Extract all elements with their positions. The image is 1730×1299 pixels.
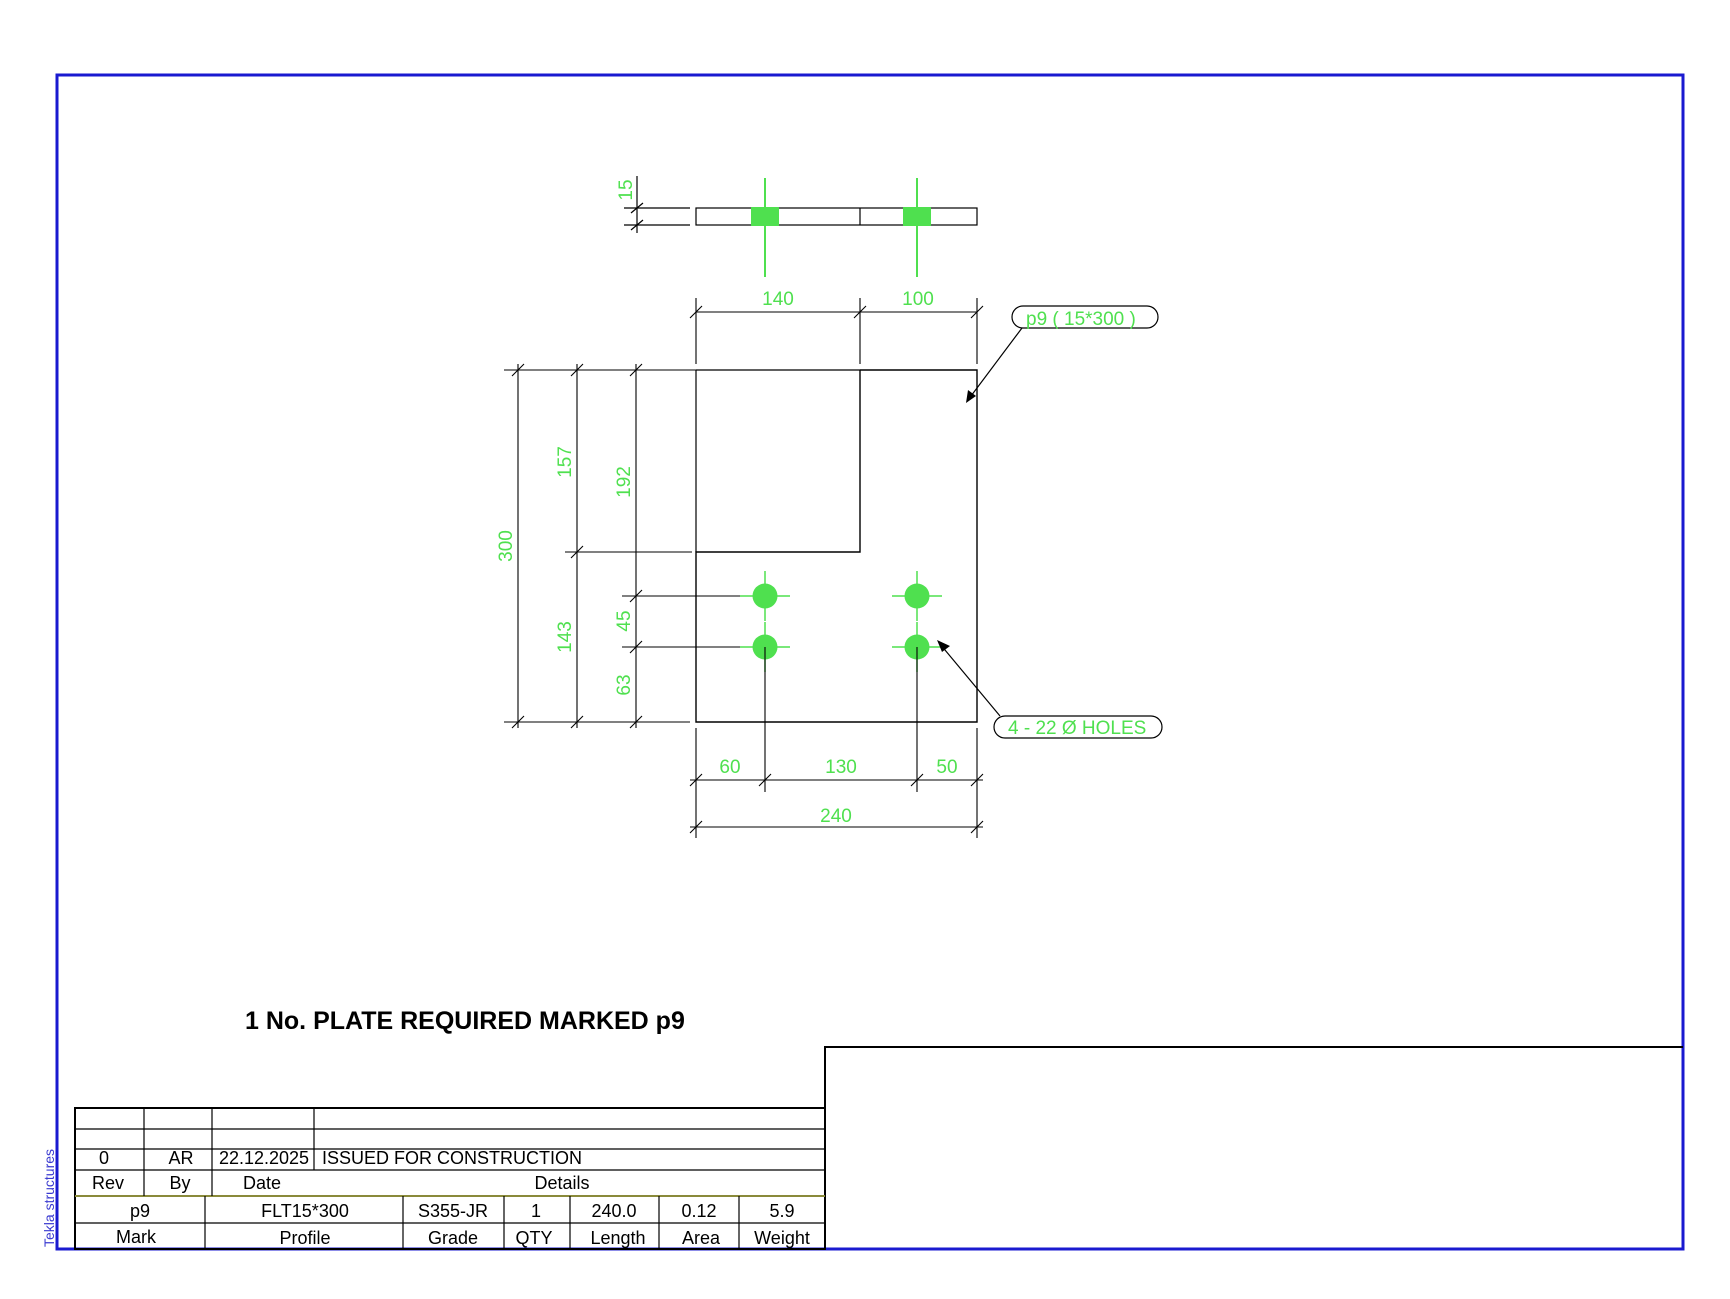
side-view-bolts — [751, 178, 931, 277]
edge-right-text: 50 — [936, 757, 957, 778]
sheet-border — [55, 73, 1685, 1251]
profile-header: Profile — [279, 1228, 330, 1248]
area-header: Area — [682, 1228, 721, 1248]
hole-spacing-v-text: 45 — [614, 610, 635, 631]
upper-height-text: 157 — [555, 446, 576, 478]
total-height-text: 300 — [496, 530, 517, 562]
length-header: Length — [590, 1228, 645, 1248]
top-dimension-chain — [689, 298, 984, 364]
by-header: By — [169, 1173, 190, 1193]
hole-spacing-h-text: 130 — [825, 757, 857, 778]
holes-callout — [937, 640, 1163, 739]
total-width-text: 240 — [820, 806, 852, 827]
edge-left-text: 60 — [719, 757, 740, 778]
lower-height-text: 143 — [555, 621, 576, 653]
top-left-width-text: 140 — [762, 289, 794, 310]
mark-header: Mark — [116, 1227, 157, 1247]
thickness-dim-text: 15 — [616, 179, 637, 200]
profile-value: FLT15*300 — [261, 1201, 349, 1221]
weight-header: Weight — [754, 1228, 810, 1248]
grade-value: S355-JR — [418, 1201, 488, 1221]
hole-top-right — [892, 571, 942, 621]
bom-table — [74, 1107, 826, 1250]
top-right-width-text: 100 — [902, 289, 934, 310]
main-note: 1 No. PLATE REQUIRED MARKED p9 — [245, 1007, 685, 1035]
bottom-to-holes-text: 63 — [614, 674, 635, 695]
rev-header: Rev — [92, 1173, 124, 1193]
left-dimension-lines — [504, 363, 856, 729]
date-header: Date — [243, 1173, 281, 1193]
title-block-box — [824, 1046, 1683, 1249]
area-value: 0.12 — [681, 1201, 716, 1221]
bottom-dimension-lines — [689, 647, 984, 838]
details-value: ISSUED FOR CONSTRUCTION — [322, 1148, 582, 1168]
holes-label-text: 4 - 22 Ø HOLES — [1008, 718, 1146, 739]
part-label-text: p9 ( 15*300 ) — [1026, 309, 1136, 330]
details-header: Details — [534, 1173, 589, 1193]
qty-value: 1 — [531, 1201, 541, 1221]
rev-value: 0 — [99, 1148, 109, 1168]
by-value: AR — [168, 1148, 193, 1168]
hole-top-left — [740, 571, 790, 621]
part-label-callout — [966, 305, 1159, 403]
plate-outline — [695, 369, 978, 723]
top-to-holes-text: 192 — [614, 466, 635, 498]
software-label: Tekla structures — [41, 1149, 57, 1247]
side-view — [624, 176, 978, 233]
qty-header: QTY — [515, 1228, 552, 1248]
date-value: 22.12.2025 — [219, 1148, 309, 1168]
length-value: 240.0 — [591, 1201, 636, 1221]
mark-value: p9 — [130, 1201, 150, 1221]
grade-header: Grade — [428, 1228, 478, 1248]
holes — [740, 571, 942, 672]
side-view-plate — [695, 207, 978, 226]
weight-value: 5.9 — [769, 1201, 794, 1221]
